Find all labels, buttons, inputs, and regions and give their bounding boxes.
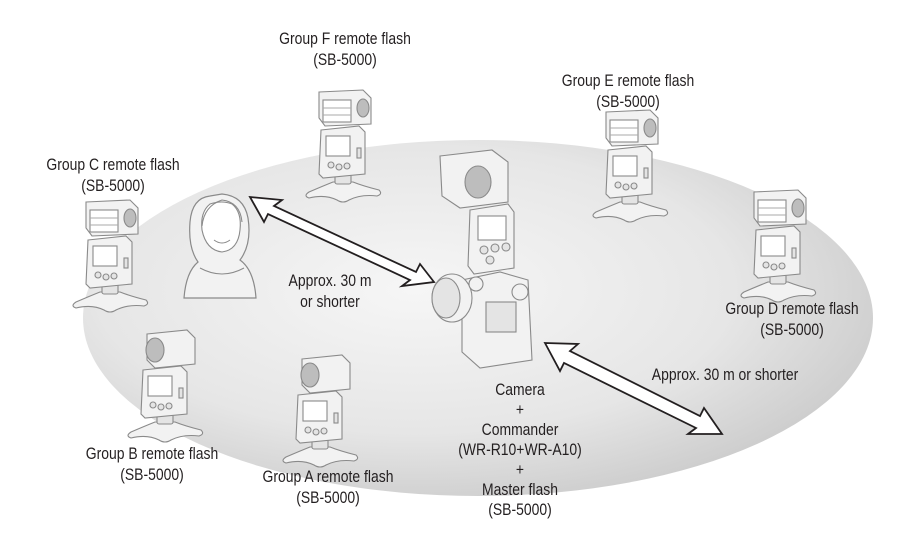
label-group-c: Group C remote flash (SB-5000) xyxy=(35,154,191,196)
group-e-name: Group E remote flash xyxy=(561,71,695,90)
group-c-name: Group C remote flash xyxy=(46,155,180,174)
center-commander: Commander xyxy=(481,420,559,439)
label-group-b: Group B remote flash (SB-5000) xyxy=(74,443,230,485)
group-a-name: Group A remote flash xyxy=(262,467,394,486)
label-distance-subject: Approx. 30 m or shorter xyxy=(269,270,392,312)
label-group-a: Group A remote flash (SB-5000) xyxy=(250,466,406,508)
camera-with-master-flash-icon xyxy=(431,149,533,369)
group-a-model: (SB-5000) xyxy=(296,488,360,507)
distance-arrow-subject xyxy=(248,195,436,288)
group-e-model: (SB-5000) xyxy=(596,92,660,111)
group-f-name: Group F remote flash xyxy=(279,29,411,48)
group-b-model: (SB-5000) xyxy=(120,465,184,484)
subject-person-icon xyxy=(183,193,257,299)
group-c-model: (SB-5000) xyxy=(81,176,145,195)
center-master-flash: Master flash xyxy=(482,480,558,499)
label-group-e: Group E remote flash (SB-5000) xyxy=(550,70,706,112)
label-group-f: Group F remote flash (SB-5000) xyxy=(267,28,423,70)
label-center-setup: Camera + Commander (WR-R10+WR-A10) + Mas… xyxy=(442,380,598,520)
distance-remote-line1: Approx. 30 m or shorter xyxy=(651,365,799,384)
distance-subject-line1: Approx. 30 m xyxy=(288,271,372,290)
label-distance-remote: Approx. 30 m or shorter xyxy=(639,364,811,385)
group-d-model: (SB-5000) xyxy=(760,320,824,339)
distance-subject-line2: or shorter xyxy=(300,292,360,311)
group-f-model: (SB-5000) xyxy=(313,50,377,69)
center-camera: Camera xyxy=(495,380,545,399)
distance-arrow-remote xyxy=(543,342,724,435)
label-group-d: Group D remote flash (SB-5000) xyxy=(714,298,870,340)
center-plus-2: + xyxy=(515,460,525,479)
center-plus-1: + xyxy=(515,400,525,419)
group-b-name: Group B remote flash xyxy=(85,444,219,463)
group-d-name: Group D remote flash xyxy=(725,299,859,318)
center-master-flash-model: (SB-5000) xyxy=(488,500,552,519)
center-commander-model: (WR-R10+WR-A10) xyxy=(458,440,582,459)
